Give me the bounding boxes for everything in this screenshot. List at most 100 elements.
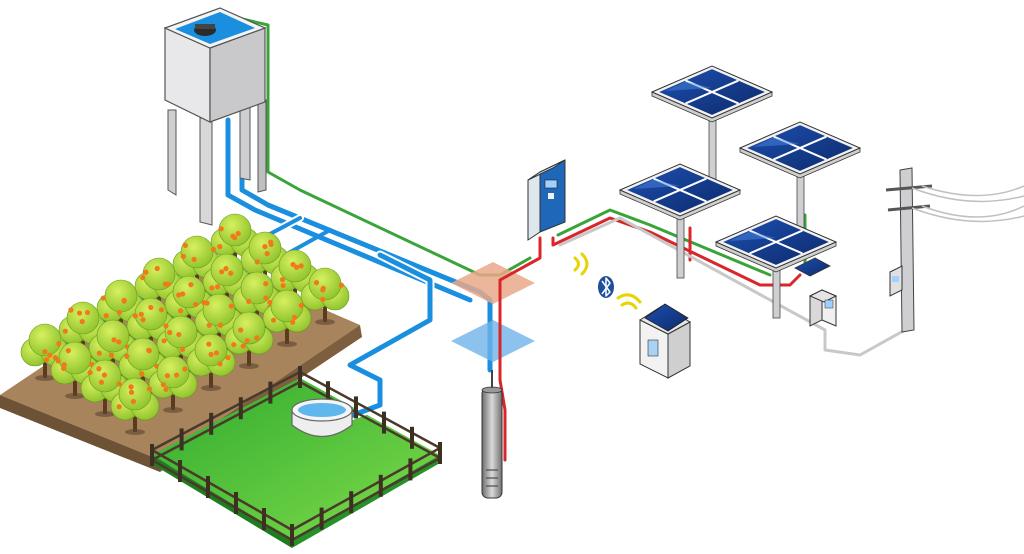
fruit-tree: [110, 377, 160, 435]
fruit: [42, 349, 48, 355]
utility-pole-icon: [885, 167, 1024, 333]
fruit: [128, 384, 134, 390]
fruit: [160, 382, 166, 388]
fruit: [146, 348, 152, 354]
fruit: [139, 371, 145, 377]
solar-monitoring-station-icon: [638, 303, 692, 379]
fruit: [267, 299, 273, 305]
fruit: [219, 269, 225, 275]
fruit: [191, 256, 197, 263]
fruit: [209, 285, 215, 291]
orchard-trees-icon: [20, 213, 350, 435]
fruit-tree: [186, 333, 236, 391]
fruit: [158, 307, 165, 313]
fruit: [244, 338, 250, 344]
fruit: [298, 302, 304, 309]
fence-post: [262, 508, 266, 530]
fruit: [262, 243, 268, 250]
fence-post: [234, 492, 238, 514]
fence-post: [319, 507, 324, 530]
fence-post: [408, 458, 413, 481]
fruit: [146, 386, 153, 392]
fence-post: [354, 396, 358, 419]
fence-post: [238, 397, 243, 420]
fruit: [238, 327, 244, 333]
fruit: [230, 233, 236, 239]
fruit: [128, 389, 135, 395]
fruit: [143, 269, 149, 275]
fruit: [103, 313, 109, 319]
fence-post: [268, 381, 273, 404]
fruit: [217, 244, 223, 250]
fruit: [338, 282, 344, 288]
fruit: [228, 270, 234, 276]
inverter-controller-icon: [527, 159, 566, 241]
fruit: [228, 303, 234, 309]
fruit: [213, 350, 220, 356]
fruit: [206, 322, 212, 328]
fruit: [108, 352, 115, 358]
fruit: [182, 242, 188, 249]
fruit: [218, 226, 224, 232]
fruit: [116, 309, 123, 316]
solar-panel-icon: [738, 121, 862, 237]
fruit: [313, 280, 320, 286]
fruit: [214, 284, 221, 290]
fruit: [163, 386, 169, 393]
fruit: [154, 265, 160, 272]
fruit: [68, 307, 74, 313]
fruit: [61, 365, 67, 372]
fence-post: [349, 491, 354, 514]
fruit: [280, 282, 286, 289]
fence-post: [438, 442, 442, 464]
fruit-tree: [262, 289, 312, 347]
fence-post: [326, 381, 330, 404]
fruit-tree: [58, 301, 108, 359]
fruit: [263, 281, 269, 287]
wireless-signal-icon: [573, 252, 642, 310]
fence-posts: [150, 366, 442, 546]
fruit: [164, 373, 170, 379]
solar-array: [618, 65, 862, 319]
fruit: [84, 309, 91, 316]
fence-post: [206, 476, 210, 498]
fence-post: [209, 412, 214, 435]
power-wires: [498, 208, 907, 462]
fruit: [201, 299, 207, 306]
fruit: [148, 304, 154, 311]
fruit: [193, 302, 199, 308]
fruit: [124, 353, 130, 359]
fence-post: [378, 474, 383, 497]
fence-post: [179, 428, 184, 451]
fruit: [173, 372, 180, 378]
fruit: [235, 230, 241, 237]
fruit: [161, 338, 167, 344]
fruit: [98, 379, 105, 385]
fruit-tree: [300, 267, 350, 325]
fruit: [290, 261, 296, 268]
fruit: [188, 282, 194, 288]
fruit: [320, 285, 326, 291]
fruit: [96, 366, 102, 372]
fruit: [140, 274, 146, 281]
fruit: [96, 350, 102, 356]
fence-post: [410, 426, 414, 449]
fruit: [264, 251, 270, 257]
fruit: [167, 329, 173, 336]
bluetooth-icon: [598, 276, 614, 298]
submersible-pump-icon: [481, 370, 503, 499]
fruit: [270, 317, 277, 323]
fruit: [182, 366, 188, 372]
fruit: [162, 281, 169, 287]
fence-post: [178, 460, 182, 482]
fruit: [132, 313, 138, 319]
fruit-tree: [50, 341, 100, 399]
fruit: [217, 322, 223, 328]
water-tower-icon: [163, 7, 267, 226]
fruit: [254, 335, 260, 341]
fruit: [279, 277, 286, 283]
fruit: [290, 319, 296, 325]
fruit: [268, 241, 274, 248]
fruit: [208, 351, 214, 358]
